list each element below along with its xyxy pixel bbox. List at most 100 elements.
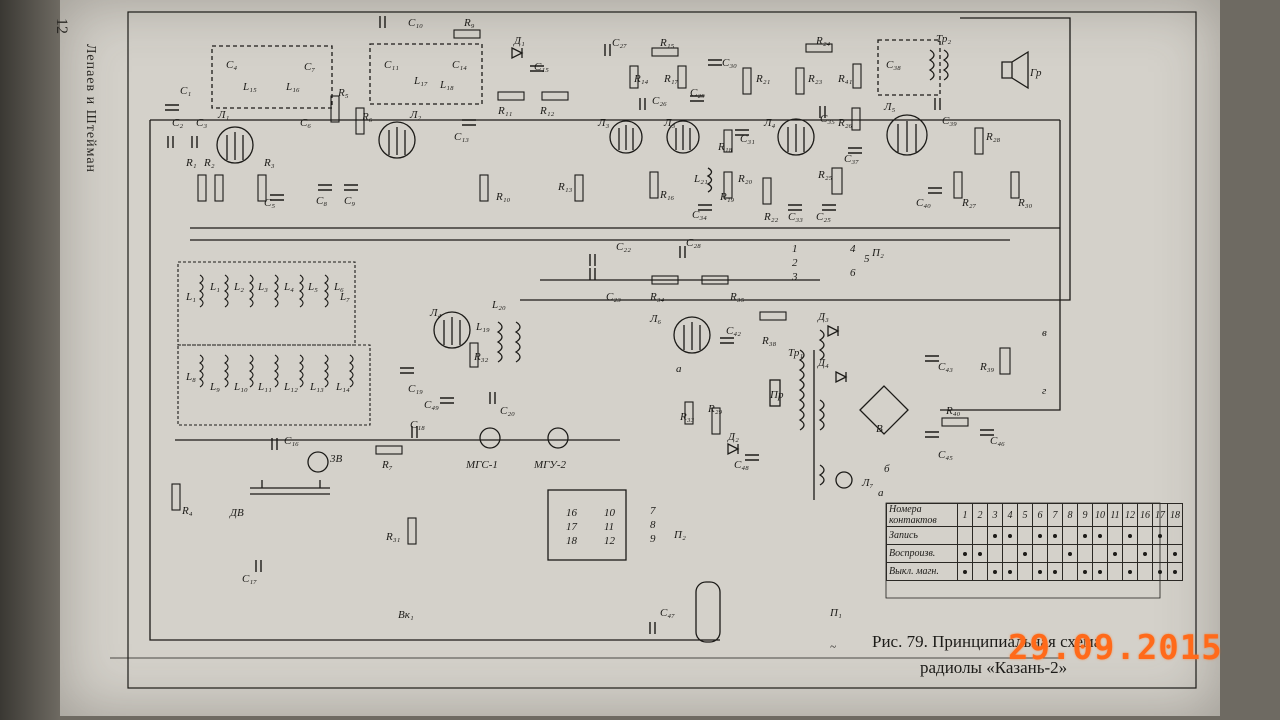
bus-right-out (520, 17, 1071, 301)
connector-block (695, 581, 721, 643)
svg-text:7: 7 (650, 505, 656, 517)
contact-cell (1167, 562, 1183, 581)
tube-l5 (886, 114, 928, 156)
svg-text:R₁: R₁ (185, 157, 197, 169)
svg-text:R₂₈: R₂₈ (985, 131, 1001, 143)
contact-cell (1002, 526, 1018, 545)
svg-text:Л₇: Л₇ (861, 477, 873, 489)
svg-text:10: 10 (604, 507, 616, 519)
svg-text:4: 4 (850, 243, 856, 255)
capacitor-c40 (928, 187, 942, 194)
capacitor-c42 (720, 337, 734, 344)
svg-text:C₃₈: C₃₈ (886, 59, 901, 71)
svg-text:R₁₀: R₁₀ (495, 191, 511, 203)
capacitor-c22 (589, 254, 596, 266)
capacitor-c1 (165, 104, 179, 111)
contact-cell (1017, 526, 1033, 545)
svg-text:C₂₇: C₂₇ (612, 37, 627, 49)
svg-text:R₁₃: R₁₃ (557, 181, 573, 193)
head-mgu2 (547, 427, 569, 449)
resistor-r22 (762, 177, 772, 205)
resistor-r27 (953, 171, 963, 199)
contact-cell (1002, 544, 1018, 563)
capacitor-c2 (167, 136, 174, 148)
resistor-r28 (974, 127, 984, 155)
svg-text:8: 8 (650, 519, 656, 531)
capacitor-c34 (698, 204, 712, 211)
capacitor-c8 (318, 184, 332, 191)
svg-text:а: а (878, 487, 884, 499)
svg-text:1: 1 (792, 243, 798, 255)
svg-text:R₁₈: R₁₈ (717, 141, 733, 153)
tube-l1 (216, 126, 254, 164)
lamp-l7 (835, 471, 853, 489)
svg-text:C₃: C₃ (196, 117, 207, 129)
camera-date-stamp: 29.09.2015 (1008, 628, 1223, 668)
contact-closed-dot (1053, 534, 1057, 538)
contact-row-label: Воспроизв. (886, 544, 958, 563)
resistor-r29 (711, 407, 721, 435)
svg-text:6: 6 (850, 267, 856, 279)
svg-text:R₃₉: R₃₉ (979, 361, 995, 373)
contact-cell (1002, 562, 1018, 581)
contact-cell (1137, 526, 1153, 545)
contact-col: 6 (1032, 503, 1048, 527)
svg-text:L₁₄: L₁₄ (335, 381, 350, 393)
resistor-r19 (723, 171, 733, 199)
resistor-r13 (574, 174, 584, 202)
svg-text:П₂: П₂ (673, 529, 686, 541)
contact-cell (1092, 544, 1108, 563)
rf-shield-1 (211, 45, 333, 109)
svg-text:R₉: R₉ (463, 17, 475, 29)
resistor-r12 (541, 91, 569, 101)
contact-closed-dot (1098, 570, 1102, 574)
resistor-r32 (469, 342, 479, 368)
svg-text:C₄₀: C₄₀ (916, 197, 931, 209)
contact-closed-dot (1038, 534, 1042, 538)
svg-text:C₈: C₈ (316, 195, 327, 207)
capacitor-c17 (255, 560, 262, 572)
contact-cell (1122, 544, 1138, 563)
svg-text:R₂₀: R₂₀ (737, 173, 753, 185)
tube-l4-oscillator (433, 311, 471, 349)
contact-closed-dot (1068, 552, 1072, 556)
resistor-r1 (197, 174, 207, 202)
svg-text:L₂₀: L₂₀ (491, 299, 506, 311)
svg-text:C₁₄: C₁₄ (452, 59, 467, 71)
bus-right-ps (940, 120, 1061, 411)
contact-cell (1032, 526, 1048, 545)
capacitor-c3 (191, 136, 198, 148)
svg-text:C₃₄: C₃₄ (692, 209, 707, 221)
svg-text:R₄₁: R₄₁ (837, 73, 853, 85)
capacitor-c13 (462, 119, 476, 126)
contact-table-row: Запись (886, 526, 1183, 545)
svg-text:C₃₇: C₃₇ (844, 153, 859, 165)
contact-col: 7 (1047, 503, 1063, 527)
contact-cell (1167, 544, 1183, 563)
diode-d3 (827, 324, 840, 338)
contact-closed-dot (1098, 534, 1102, 538)
svg-text:C₂: C₂ (172, 117, 183, 129)
resistor-r41 (852, 63, 862, 89)
svg-text:C₆: C₆ (300, 117, 311, 129)
svg-text:R₁₇: R₁₇ (663, 73, 679, 85)
resistor-r17 (677, 65, 687, 89)
capacitor-c47 (649, 622, 656, 634)
svg-text:C₁₉: C₁₉ (408, 383, 423, 395)
resistor-r23 (795, 67, 805, 95)
contact-closed-dot (1083, 570, 1087, 574)
resistor-r33 (684, 401, 694, 425)
contact-closed-dot (1113, 552, 1117, 556)
contact-cell (957, 526, 973, 545)
svg-text:3: 3 (791, 271, 798, 283)
svg-text:17: 17 (566, 521, 578, 533)
svg-text:C₃₃: C₃₃ (788, 211, 803, 223)
rectifier-bridge-v (859, 385, 909, 435)
svg-text:R₇: R₇ (381, 459, 393, 471)
svg-text:Л₆: Л₆ (649, 313, 661, 325)
svg-text:L₁: L₁ (209, 281, 220, 293)
contact-cell (1122, 562, 1138, 581)
capacitor-c10 (379, 16, 386, 28)
svg-text:R₂₉: R₂₉ (707, 403, 723, 415)
svg-text:Пр: Пр (769, 389, 784, 401)
